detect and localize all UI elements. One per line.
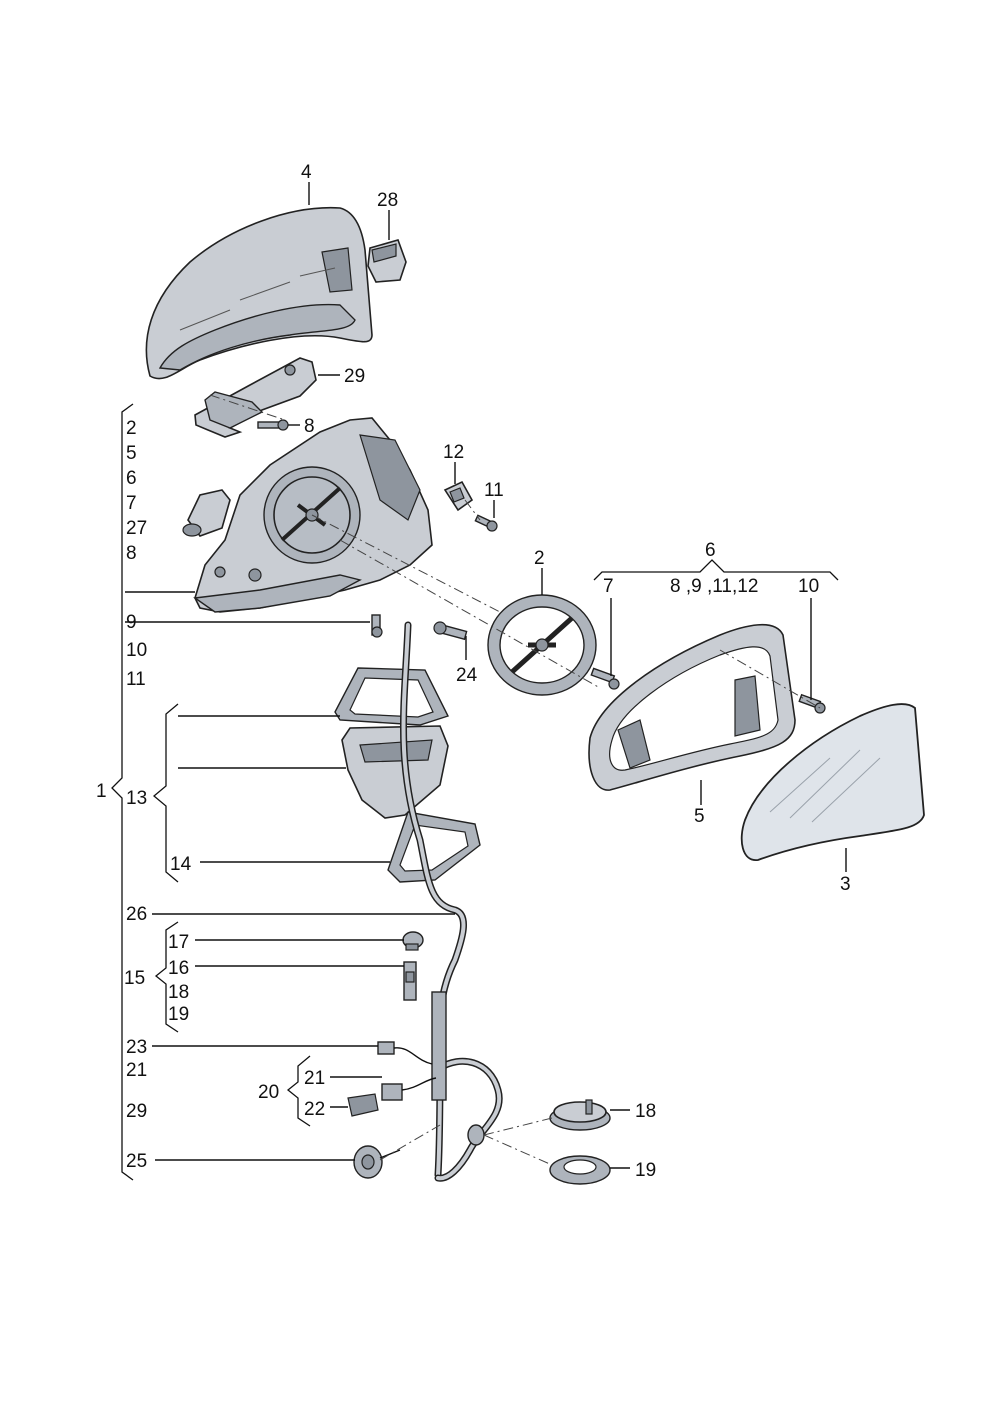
label-26: 26 [126, 904, 147, 925]
connector-part-12 [443, 480, 474, 512]
bracket-part-29 [194, 357, 317, 438]
label-16: 16 [168, 958, 189, 979]
mirror-cap-part [145, 206, 373, 380]
label-2-list: 2 [126, 418, 137, 439]
label-21-left: 21 [126, 1060, 147, 1081]
label-18-left: 18 [168, 982, 189, 1003]
grommet-part-19 [549, 1155, 611, 1185]
motor-part-27 [182, 489, 231, 537]
seal-part-13 [334, 667, 449, 726]
label-8-top: 8 [304, 416, 315, 437]
cover-part-13 [341, 725, 449, 819]
label-20: 20 [258, 1082, 279, 1103]
label-7: 7 [603, 576, 614, 597]
mirror-glass-part-3 [740, 703, 925, 861]
label-23: 23 [126, 1037, 147, 1058]
label-21-mid: 21 [304, 1068, 325, 1089]
cable-grommet [467, 1124, 485, 1146]
label-10-left: 10 [126, 640, 147, 661]
label-27-list: 27 [126, 518, 147, 539]
connector-part-23 [377, 1041, 433, 1065]
label-7-list: 7 [126, 493, 137, 514]
clip-part-17 [402, 931, 424, 951]
label-6: 6 [705, 540, 716, 561]
label-17: 17 [168, 932, 189, 953]
label-9: 9 [126, 612, 137, 633]
grommet-part-18 [549, 1099, 611, 1131]
label-12: 12 [443, 442, 464, 463]
label-19-left: 19 [168, 1004, 189, 1025]
mirror-base-part [193, 417, 433, 613]
alignment-lines [209, 394, 821, 1166]
bolt-part-24 [433, 621, 468, 641]
label-11-top: 11 [484, 480, 504, 501]
label-14: 14 [170, 854, 192, 875]
label-5-list: 5 [126, 443, 137, 464]
screw-part-9 [371, 614, 383, 638]
glass-carrier-part-5 [588, 623, 796, 791]
label-25: 25 [126, 1151, 147, 1172]
label-4: 4 [301, 162, 312, 183]
gasket-part-14 [387, 811, 481, 883]
label-5: 5 [694, 806, 705, 827]
label-22: 22 [304, 1099, 325, 1120]
label-29-left: 29 [126, 1101, 147, 1122]
leader-lines [125, 182, 847, 1169]
label-24: 24 [456, 665, 478, 686]
callout-labels: 4 28 29 8 12 11 2 5 6 7 27 8 9 10 11 24 … [96, 162, 851, 1181]
brackets [111, 403, 839, 1181]
label-11-left: 11 [126, 669, 146, 690]
screw-part-8-top [257, 419, 289, 431]
label-8-list: 8 [126, 543, 137, 564]
label-group6-sub: 8 ,9 ,11,12 [670, 576, 758, 597]
label-6-list: 6 [126, 468, 137, 489]
label-15: 15 [124, 968, 145, 989]
label-19-right: 19 [635, 1160, 656, 1181]
wiring-harness-part-26 [399, 621, 503, 1182]
label-1: 1 [96, 781, 107, 802]
label-2-right: 2 [534, 548, 545, 569]
connector-part-22 [347, 1093, 379, 1117]
label-28: 28 [377, 190, 398, 211]
label-10-right: 10 [798, 576, 819, 597]
label-13: 13 [126, 788, 147, 809]
label-18-right: 18 [635, 1101, 656, 1122]
clip-part-28 [367, 239, 407, 283]
clip-part-16 [403, 961, 417, 1001]
label-3: 3 [840, 874, 851, 895]
label-29-top: 29 [344, 366, 365, 387]
grommet-part-25 [353, 1145, 401, 1179]
adjusting-ring-part-2 [487, 594, 597, 696]
connector-part-21 [381, 1077, 437, 1101]
screw-part-11-top [474, 514, 498, 532]
screw-part-7 [590, 667, 620, 690]
